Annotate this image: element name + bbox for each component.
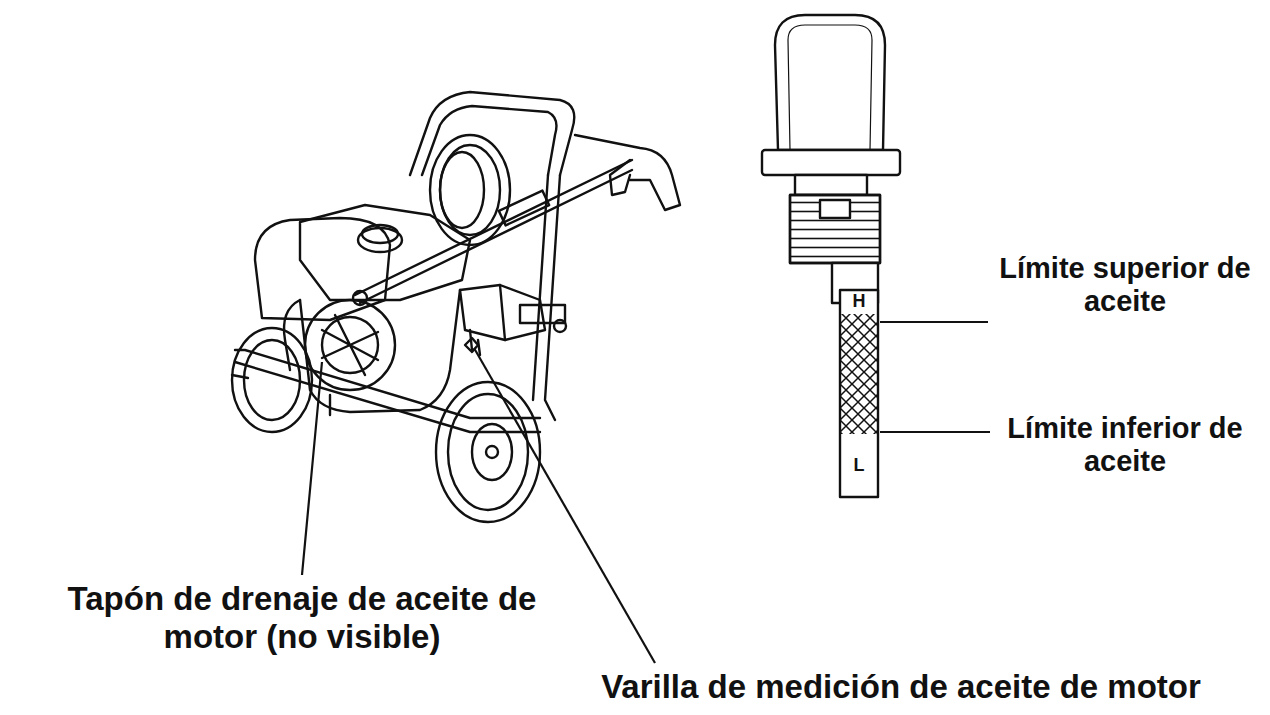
dipstick	[762, 15, 900, 497]
pressure-washer	[232, 92, 680, 522]
part-label: Varilla de medición de aceite de motor	[540, 668, 1262, 706]
gauge-mark: H	[843, 291, 875, 312]
level-label: Límite inferior de aceite	[994, 412, 1256, 479]
gauge-mark: L	[843, 455, 875, 476]
level-label: Límite superior de aceite	[994, 252, 1256, 319]
part-label: Tapón de drenaje de aceite de motor (no …	[28, 580, 576, 656]
